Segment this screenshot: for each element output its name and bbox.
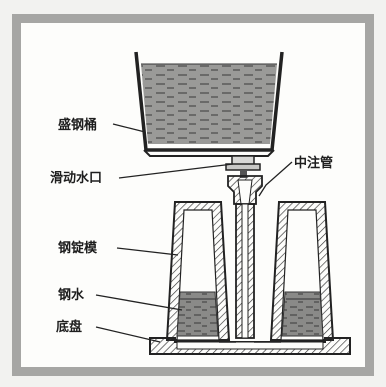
ingot-mold-right — [269, 201, 335, 341]
label-ingot-mold: 钢锭模 — [58, 240, 98, 256]
slide-gate-nozzle — [225, 155, 261, 178]
ladle-molten-steel — [141, 64, 277, 144]
center-runner — [227, 175, 263, 339]
molten-steel-left — [176, 291, 219, 337]
ladle — [134, 51, 284, 157]
label-ladle: 盛钢桶 — [58, 117, 97, 133]
ingot-mold-left — [165, 201, 231, 341]
label-bottom-plate: 底盘 — [56, 319, 82, 335]
label-slide-gate: 滑动水口 — [50, 170, 102, 186]
label-molten-steel: 钢水 — [58, 287, 85, 303]
bottom-plate — [149, 337, 351, 355]
label-center-runner: 中注管 — [294, 155, 333, 171]
molten-steel-right — [281, 291, 324, 337]
leader-lines — [95, 123, 293, 343]
